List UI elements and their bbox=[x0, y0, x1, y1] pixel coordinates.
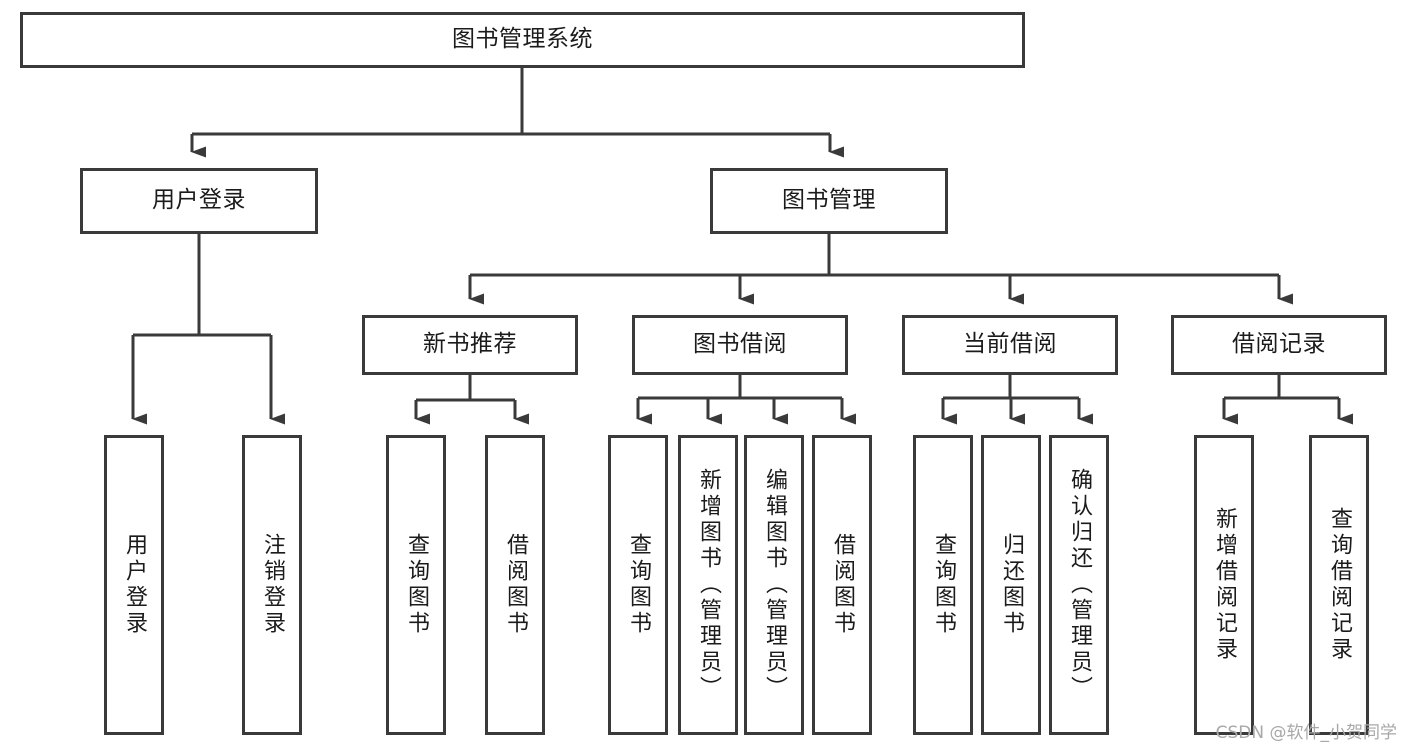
edges-book-manage bbox=[468, 233, 1293, 305]
node-label: 借阅记录 bbox=[1232, 331, 1326, 358]
node-label: 归还图书 bbox=[999, 533, 1024, 637]
leaf-new-book-borrow-books[interactable]: 借阅图书 bbox=[485, 435, 545, 735]
node-label: 借阅图书 bbox=[503, 533, 528, 637]
node-label: 图书管理 bbox=[782, 187, 876, 214]
leaf-user-login-login[interactable]: 用户登录 bbox=[104, 435, 164, 735]
leaf-current-borrow-return-books[interactable]: 归还图书 bbox=[981, 435, 1041, 735]
node-borrow-records[interactable]: 借阅记录 bbox=[1171, 315, 1387, 375]
node-root-book-management-system[interactable]: 图书管理系统 bbox=[20, 12, 1025, 68]
leaf-book-borrow-edit-book-admin[interactable]: 编辑图书（管理员） bbox=[744, 435, 804, 735]
leaf-current-borrow-confirm-return-admin[interactable]: 确认归还（管理员） bbox=[1049, 435, 1109, 735]
node-label: 新书推荐 bbox=[423, 331, 517, 358]
node-label: 查询图书 bbox=[626, 533, 651, 637]
node-label: 当前借阅 bbox=[963, 331, 1057, 358]
edges-new-book-rec bbox=[414, 375, 529, 425]
node-label: 借阅图书 bbox=[830, 533, 855, 637]
leaf-borrow-record-add-record[interactable]: 新增借阅记录 bbox=[1194, 435, 1254, 735]
node-label: 编辑图书（管理员） bbox=[762, 468, 787, 702]
leaf-book-borrow-borrow-books[interactable]: 借阅图书 bbox=[812, 435, 872, 735]
node-label: 图书借阅 bbox=[693, 331, 787, 358]
node-label: 查询图书 bbox=[931, 533, 956, 637]
node-label: 用户登录 bbox=[122, 533, 147, 637]
node-label: 新增图书（管理员） bbox=[696, 468, 721, 702]
edges-book-borrow bbox=[636, 375, 856, 425]
node-label: 用户登录 bbox=[152, 187, 246, 214]
node-book-management[interactable]: 图书管理 bbox=[710, 168, 948, 234]
leaf-user-login-logout[interactable]: 注销登录 bbox=[242, 435, 302, 735]
edges-root bbox=[190, 67, 844, 158]
watermark-csdn: CSDN @软件_小贺同学 bbox=[1215, 723, 1397, 743]
node-user-login[interactable]: 用户登录 bbox=[80, 168, 318, 234]
edges-current-borrow bbox=[941, 375, 1093, 425]
leaf-book-borrow-query-books[interactable]: 查询图书 bbox=[608, 435, 668, 735]
node-new-book-recommendation[interactable]: 新书推荐 bbox=[362, 315, 578, 375]
node-label: 查询借阅记录 bbox=[1327, 507, 1352, 663]
edges-user-login bbox=[131, 233, 285, 425]
node-label: 注销登录 bbox=[260, 533, 285, 637]
edges-borrow-record bbox=[1222, 375, 1353, 425]
leaf-new-book-query-books[interactable]: 查询图书 bbox=[386, 435, 446, 735]
leaf-current-borrow-query-books[interactable]: 查询图书 bbox=[913, 435, 973, 735]
node-label: 新增借阅记录 bbox=[1212, 507, 1237, 663]
node-label: 确认归还（管理员） bbox=[1067, 468, 1092, 702]
leaf-borrow-record-query-record[interactable]: 查询借阅记录 bbox=[1309, 435, 1369, 735]
leaf-book-borrow-add-book-admin[interactable]: 新增图书（管理员） bbox=[678, 435, 738, 735]
node-label: 图书管理系统 bbox=[452, 26, 593, 53]
node-book-borrowing[interactable]: 图书借阅 bbox=[632, 315, 848, 375]
node-label: 查询图书 bbox=[404, 533, 429, 637]
node-current-borrowing[interactable]: 当前借阅 bbox=[902, 315, 1118, 375]
